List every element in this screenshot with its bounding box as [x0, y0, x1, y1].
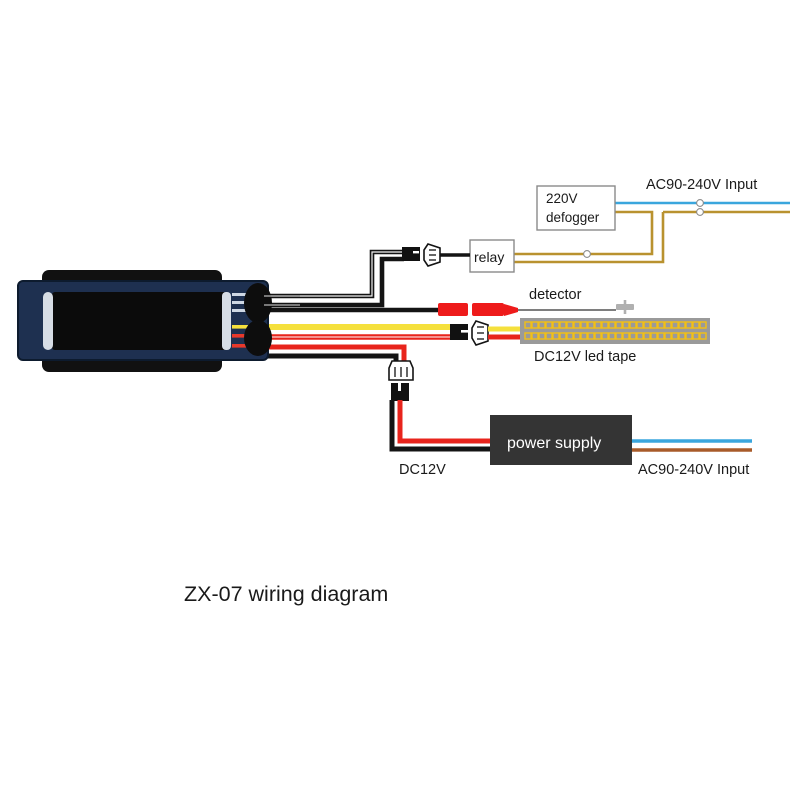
relay-black-wire-inner-stripe [264, 251, 404, 297]
power-supply-component[interactable]: power supply [490, 415, 632, 465]
dc12v-black-wire-upper [262, 353, 399, 362]
power-supply-ac-wiring-group [632, 439, 752, 452]
controller-left-lightbar [43, 292, 53, 350]
controller-terminals-lower [232, 325, 248, 348]
defogger-label-line1: 220V [546, 191, 578, 206]
led-tape-leds [524, 321, 707, 340]
power-supply-label: power supply [507, 435, 601, 452]
led-tape-component[interactable]: DC12V led tape [520, 318, 710, 365]
controller-right-lightbar [222, 292, 231, 350]
tan-wire-to-ac-neutral [514, 212, 665, 264]
dc12v-connector-pair[interactable] [388, 360, 414, 401]
dc12v-male-connector-notch [398, 383, 401, 391]
led-tape-wiring-group [262, 324, 452, 340]
relay-black-wiring-group [264, 249, 404, 308]
detector-component[interactable]: detector [264, 287, 634, 316]
controller-upper-wire-stubs [264, 295, 300, 306]
detector-red-connector-1[interactable] [438, 303, 468, 316]
dc12v-output-label: DC12V [399, 462, 446, 478]
detector-label: detector [529, 287, 582, 303]
relay-label: relay [474, 249, 504, 265]
led-tape-connector-pair[interactable] [450, 320, 520, 346]
power-supply-box[interactable] [490, 415, 632, 465]
controller-grommet-upper [244, 283, 272, 323]
controller-terminals-upper [232, 293, 248, 312]
page-title: ZX-07 wiring diagram [184, 582, 388, 606]
relay-male-connector-body[interactable] [402, 247, 420, 261]
dc12v-wiring-group [262, 344, 407, 362]
dc12v-red-wire-lower [397, 400, 490, 444]
controller-grommet-lower [244, 320, 272, 356]
relay-male-connector-notch [413, 251, 419, 254]
defogger-component[interactable]: 220V defogger [536, 185, 616, 231]
dc12v-red-wire-upper [262, 344, 407, 362]
tan-wire-junction-dot [583, 250, 591, 258]
ac-input-top-label: AC90-240V Input [646, 177, 757, 193]
controller-screen [52, 292, 227, 350]
ac-top-junction-dot-1 [696, 199, 704, 207]
dc12v-male-connector-body[interactable] [391, 383, 409, 401]
dc12v-black-wire-lower [389, 400, 490, 452]
defogger-label-line2: defogger [546, 210, 600, 225]
relay-component[interactable]: relay [469, 239, 515, 273]
defogger-box[interactable] [536, 185, 616, 231]
dc12v-supply-wiring-group [389, 400, 490, 452]
detector-red-connector-taper [504, 304, 518, 316]
relay-connector-pair[interactable] [402, 243, 470, 267]
ac-input-bottom-label: AC90-240V Input [638, 462, 749, 478]
led-male-connector-notch [461, 330, 468, 333]
led-male-connector-body[interactable] [450, 324, 468, 340]
led-tape-label: DC12V led tape [534, 349, 636, 365]
controller-component[interactable] [17, 270, 272, 372]
ac-top-junction-dot-2 [696, 208, 704, 216]
detector-red-connector-2[interactable] [472, 303, 504, 316]
relay-black-wire-second [264, 256, 404, 308]
